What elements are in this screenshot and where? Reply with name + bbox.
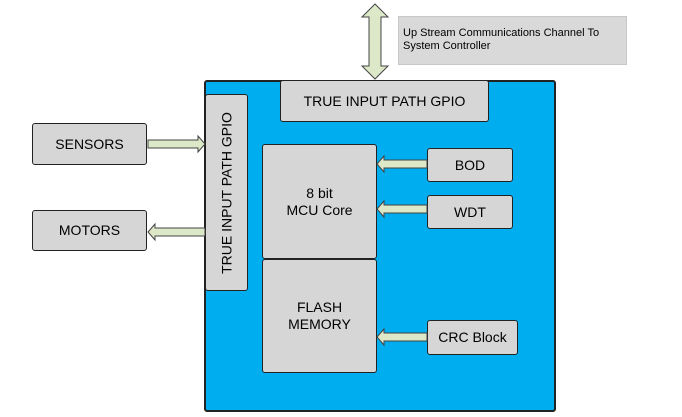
motors-block: MOTORS: [32, 210, 147, 251]
gpio-top-block: TRUE INPUT PATH GPIO: [280, 80, 489, 122]
wdt-to-mcu-arrow: [376, 199, 428, 219]
upstream-note-text: Up Stream Communications Channel To Syst…: [403, 27, 600, 52]
sensors-block: SENSORS: [32, 123, 147, 165]
mcu-core-block: 8 bit MCU Core: [262, 144, 377, 259]
bod-to-mcu-arrow: [376, 154, 428, 174]
upstream-note: Up Stream Communications Channel To Syst…: [398, 16, 627, 65]
gpio-left-block: TRUE INPUT PATH GPIO: [205, 94, 248, 291]
flash-line2: MEMORY: [288, 316, 351, 332]
crc-block: CRC Block: [427, 320, 518, 355]
flash-line1: FLASH: [296, 299, 343, 315]
mcu-line1: 8 bit: [306, 184, 333, 201]
sensors-to-gpio-arrow: [147, 134, 206, 154]
bod-block: BOD: [427, 148, 513, 182]
crc-to-flash-arrow: [376, 327, 428, 347]
bod-label: BOD: [454, 156, 486, 173]
sensors-label: SENSORS: [55, 135, 124, 152]
wdt-block: WDT: [427, 195, 513, 229]
motors-label: MOTORS: [58, 222, 121, 238]
gpio-top-label: TRUE INPUT PATH GPIO: [303, 92, 466, 109]
crc-label: CRC Block: [438, 329, 507, 345]
upstream-double-arrow: [360, 3, 390, 80]
gpio-to-motors-arrow: [147, 222, 206, 242]
flash-memory-block: FLASH MEMORY: [262, 259, 377, 373]
wdt-label: WDT: [454, 203, 486, 220]
mcu-line2: MCU Core: [286, 201, 353, 218]
